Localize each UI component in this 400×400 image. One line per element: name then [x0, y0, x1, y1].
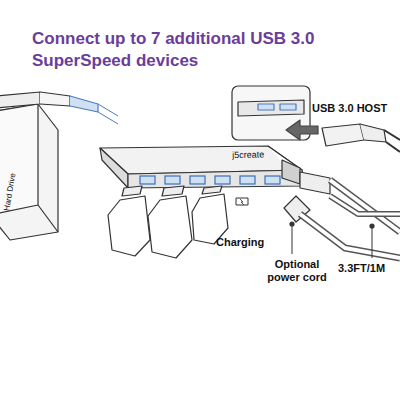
usb-port [165, 176, 180, 184]
usb-port [215, 176, 230, 184]
usb-port [265, 176, 280, 184]
usb-port [190, 176, 205, 184]
usb-port [240, 176, 255, 184]
power-cord-label: Optional power cord [262, 258, 332, 284]
length-label: 3.3FT/1M [338, 262, 385, 274]
charging-label: Charging [216, 236, 264, 248]
host-label: USB 3.0 HOST [312, 102, 387, 114]
title: Connect up to 7 additional USB 3.0 Super… [32, 28, 362, 72]
brand-logo: j5create [232, 149, 264, 160]
usb-port [140, 176, 155, 184]
